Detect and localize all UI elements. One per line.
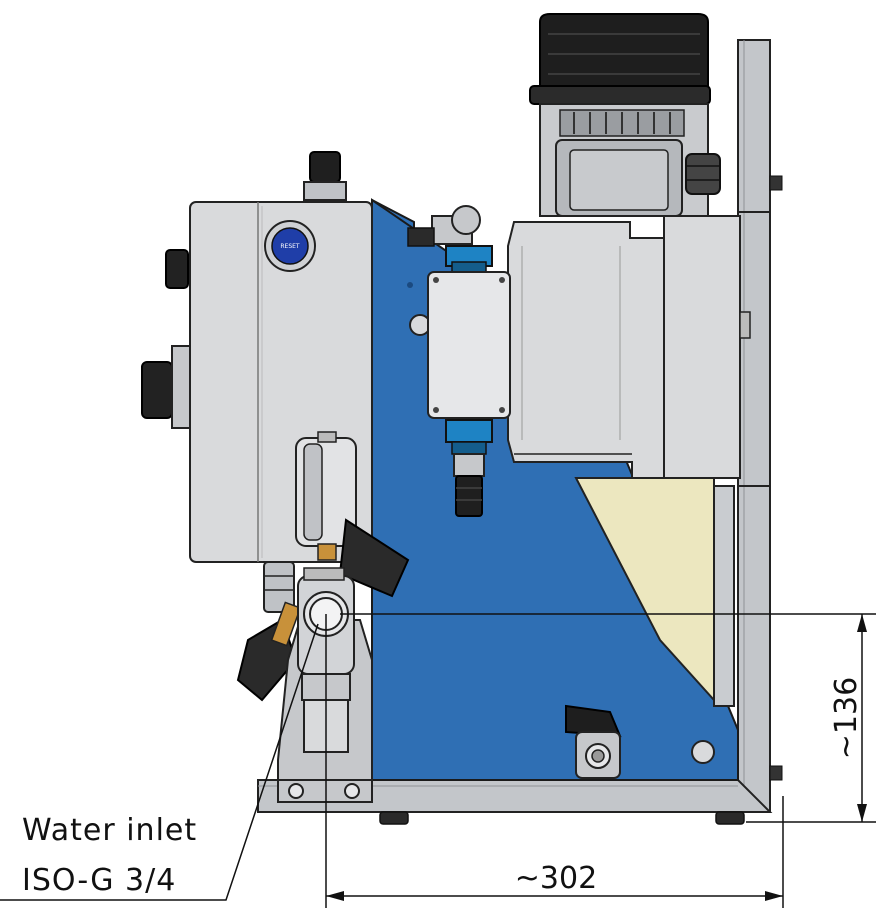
reset-label: RESET bbox=[280, 243, 300, 250]
membrane-housing bbox=[574, 477, 735, 707]
steel-frame bbox=[257, 39, 783, 825]
pressure-gauge bbox=[295, 431, 357, 561]
height-dimension-label: ~136 bbox=[829, 677, 864, 759]
callout-thread-size: ISO-G 3/4 bbox=[22, 863, 176, 898]
callout-water-inlet: Water inlet bbox=[22, 813, 197, 848]
solenoid-valve bbox=[236, 518, 410, 702]
drain-ball-valve bbox=[565, 704, 622, 779]
pump-head bbox=[507, 215, 751, 479]
reset-button: RESET bbox=[264, 220, 316, 272]
motor bbox=[529, 13, 721, 217]
inlet-callout-leader bbox=[0, 623, 319, 901]
valve-block bbox=[407, 205, 511, 517]
dimension-lines bbox=[325, 613, 876, 908]
width-dimension-label: ~302 bbox=[515, 861, 597, 896]
